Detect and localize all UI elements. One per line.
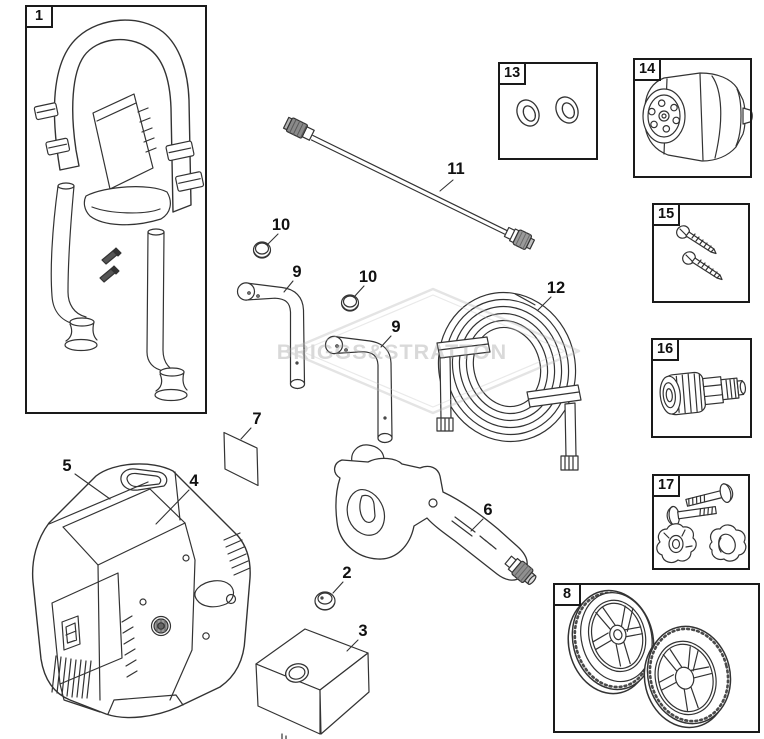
label-sticker-drawing [223,431,259,487]
callout-9-left: 9 [292,263,302,281]
part-box-17: 17 [652,474,750,570]
washer-unit-drawing [31,463,251,719]
screw-kit-drawing [676,225,723,281]
spray-gun-drawing [333,444,537,585]
bolt-knob-kit-drawing [656,483,747,564]
part-number-tag-16: 16 [651,338,680,361]
callout-10-upper: 10 [271,216,291,234]
watermark-text: BRIGGS&STRATTON [277,340,507,364]
callout-12: 12 [546,279,566,297]
handle-assembly-drawing [33,19,205,402]
pump-assembly-drawing [642,72,753,162]
part-box-1: 1 [25,5,207,414]
elbow-tube-drawing-left [236,282,306,390]
callout-10-lower: 10 [358,268,378,286]
hose-adapter-drawing [659,371,747,416]
leader-lines [74,179,552,652]
part-number-tag-14: 14 [633,58,662,81]
brand-watermark: BRIGGS&STRATTON [277,287,581,415]
spray-wand-drawing [282,116,536,250]
part-box-16: 16 [651,338,752,438]
cap-drawing-2 [314,591,336,611]
callout-7: 7 [252,410,262,428]
detergent-tank-drawing [255,628,370,739]
cap-drawing-upper [252,241,272,259]
callout-6: 6 [483,501,493,519]
callout-9-right: 9 [391,318,401,336]
wheel-kit-drawing [567,589,732,729]
callout-4: 4 [189,472,199,490]
part-number-tag-1: 1 [25,5,53,28]
watermark-diamond-outer [285,287,581,415]
pressure-hose-drawing [436,291,582,471]
part-box-14: 14 [633,58,752,178]
part-number-tag-8: 8 [553,583,581,606]
callout-11: 11 [447,160,465,178]
part-number-tag-17: 17 [652,474,681,497]
watermark-diamond-inner [300,294,566,408]
callout-5: 5 [62,457,72,475]
part-box-15: 15 [652,203,750,303]
part-number-tag-15: 15 [652,203,681,226]
cap-drawing-lower [340,294,360,312]
elbow-tube-drawing-right [324,335,393,444]
callout-3: 3 [358,622,368,640]
o-ring-kit-drawing [516,96,579,127]
callout-2: 2 [342,564,352,582]
part-box-8: 8 [553,583,760,733]
part-number-tag-13: 13 [498,62,527,85]
part-box-13: 13 [498,62,598,160]
